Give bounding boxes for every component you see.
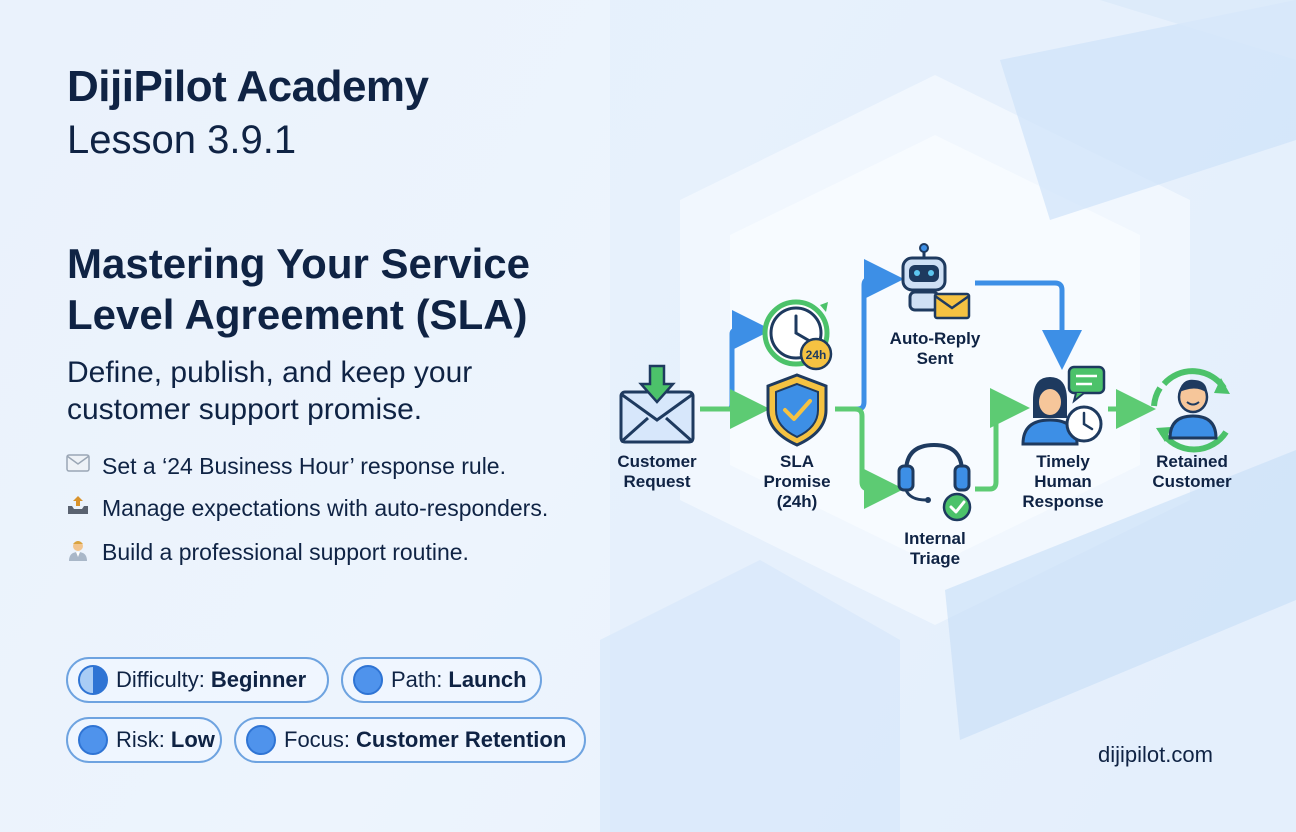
robot-icon bbox=[901, 243, 971, 320]
sla-promise-label: SLA Promise (24h) bbox=[763, 452, 831, 511]
circle-icon bbox=[353, 665, 383, 695]
tag-label: Path: bbox=[391, 667, 443, 692]
tag-label: Focus: bbox=[284, 727, 351, 752]
tag-label: Difficulty: bbox=[116, 667, 205, 692]
bullet-text: Manage expectations with auto-responders… bbox=[102, 495, 549, 521]
bullet-text: Build a professional support routine. bbox=[102, 539, 469, 565]
tag-label: Risk: bbox=[116, 727, 165, 752]
arrow-triage-to-response bbox=[975, 388, 1030, 492]
tag-difficulty: Difficulty:Beginner bbox=[66, 657, 329, 703]
bullet-text: Set a ‘24 Business Hour’ response rule. bbox=[102, 453, 506, 479]
subtitle: Define, publish, and keep your customer … bbox=[67, 354, 587, 428]
tag-value: Beginner bbox=[210, 667, 307, 692]
shield-check-icon bbox=[766, 373, 828, 447]
website-link[interactable]: dijipilot.com bbox=[1098, 742, 1213, 767]
page-title: Mastering Your Service Level Agreement (… bbox=[67, 238, 607, 340]
tag-risk: Risk:Low bbox=[66, 717, 222, 763]
clock-24h-icon: 24h bbox=[762, 299, 833, 371]
inbox-envelope-icon bbox=[619, 364, 695, 444]
bullet-item: Set a ‘24 Business Hour’ response rule. bbox=[66, 452, 566, 481]
subtitle-line-1: Define, publish, and keep your bbox=[67, 356, 473, 389]
lesson-number: Lesson 3.9.1 bbox=[67, 118, 297, 162]
envelope-icon bbox=[66, 452, 102, 481]
title-line-2: Level Agreement (SLA) bbox=[67, 291, 528, 338]
arrow-request-to-clock bbox=[700, 310, 772, 412]
internal-triage-label: Internal Triage bbox=[904, 529, 966, 568]
customer-request-label: Customer Request bbox=[617, 452, 697, 491]
arrow-sla-to-triage bbox=[835, 406, 904, 509]
tag-focus: Focus:Customer Retention bbox=[234, 717, 586, 763]
arrow-sla-to-autoreply bbox=[835, 259, 904, 412]
subtitle-line-2: customer support promise. bbox=[67, 393, 423, 426]
bullet-list: Set a ‘24 Business Hour’ response rule. … bbox=[66, 452, 566, 584]
half-circle-icon bbox=[78, 665, 108, 695]
brand-title: DijiPilot Academy bbox=[67, 62, 429, 111]
retained-customer-label: Retained Customer bbox=[1152, 452, 1232, 491]
auto-reply-label: Auto-Reply Sent bbox=[889, 329, 981, 368]
tag-value: Customer Retention bbox=[356, 727, 567, 752]
clock-badge-text: 24h bbox=[806, 348, 827, 362]
bullet-item: Manage expectations with auto-responders… bbox=[66, 494, 566, 525]
tag-value: Launch bbox=[448, 667, 527, 692]
tag-path: Path:Launch bbox=[341, 657, 542, 703]
timely-response-label: Timely Human Response bbox=[1022, 452, 1104, 511]
circle-icon bbox=[78, 725, 108, 755]
tag-value: Low bbox=[170, 727, 215, 752]
title-line-1: Mastering Your Service bbox=[67, 240, 530, 287]
human-agent-icon bbox=[1021, 365, 1106, 446]
headset-icon bbox=[897, 442, 972, 522]
outbox-tray-icon bbox=[66, 494, 102, 525]
arrow-autoreply-to-response bbox=[975, 280, 1082, 370]
bullet-item: Build a professional support routine. bbox=[66, 538, 566, 571]
circle-icon bbox=[246, 725, 276, 755]
retained-customer-icon bbox=[1151, 368, 1230, 453]
support-agent-icon bbox=[66, 538, 102, 571]
